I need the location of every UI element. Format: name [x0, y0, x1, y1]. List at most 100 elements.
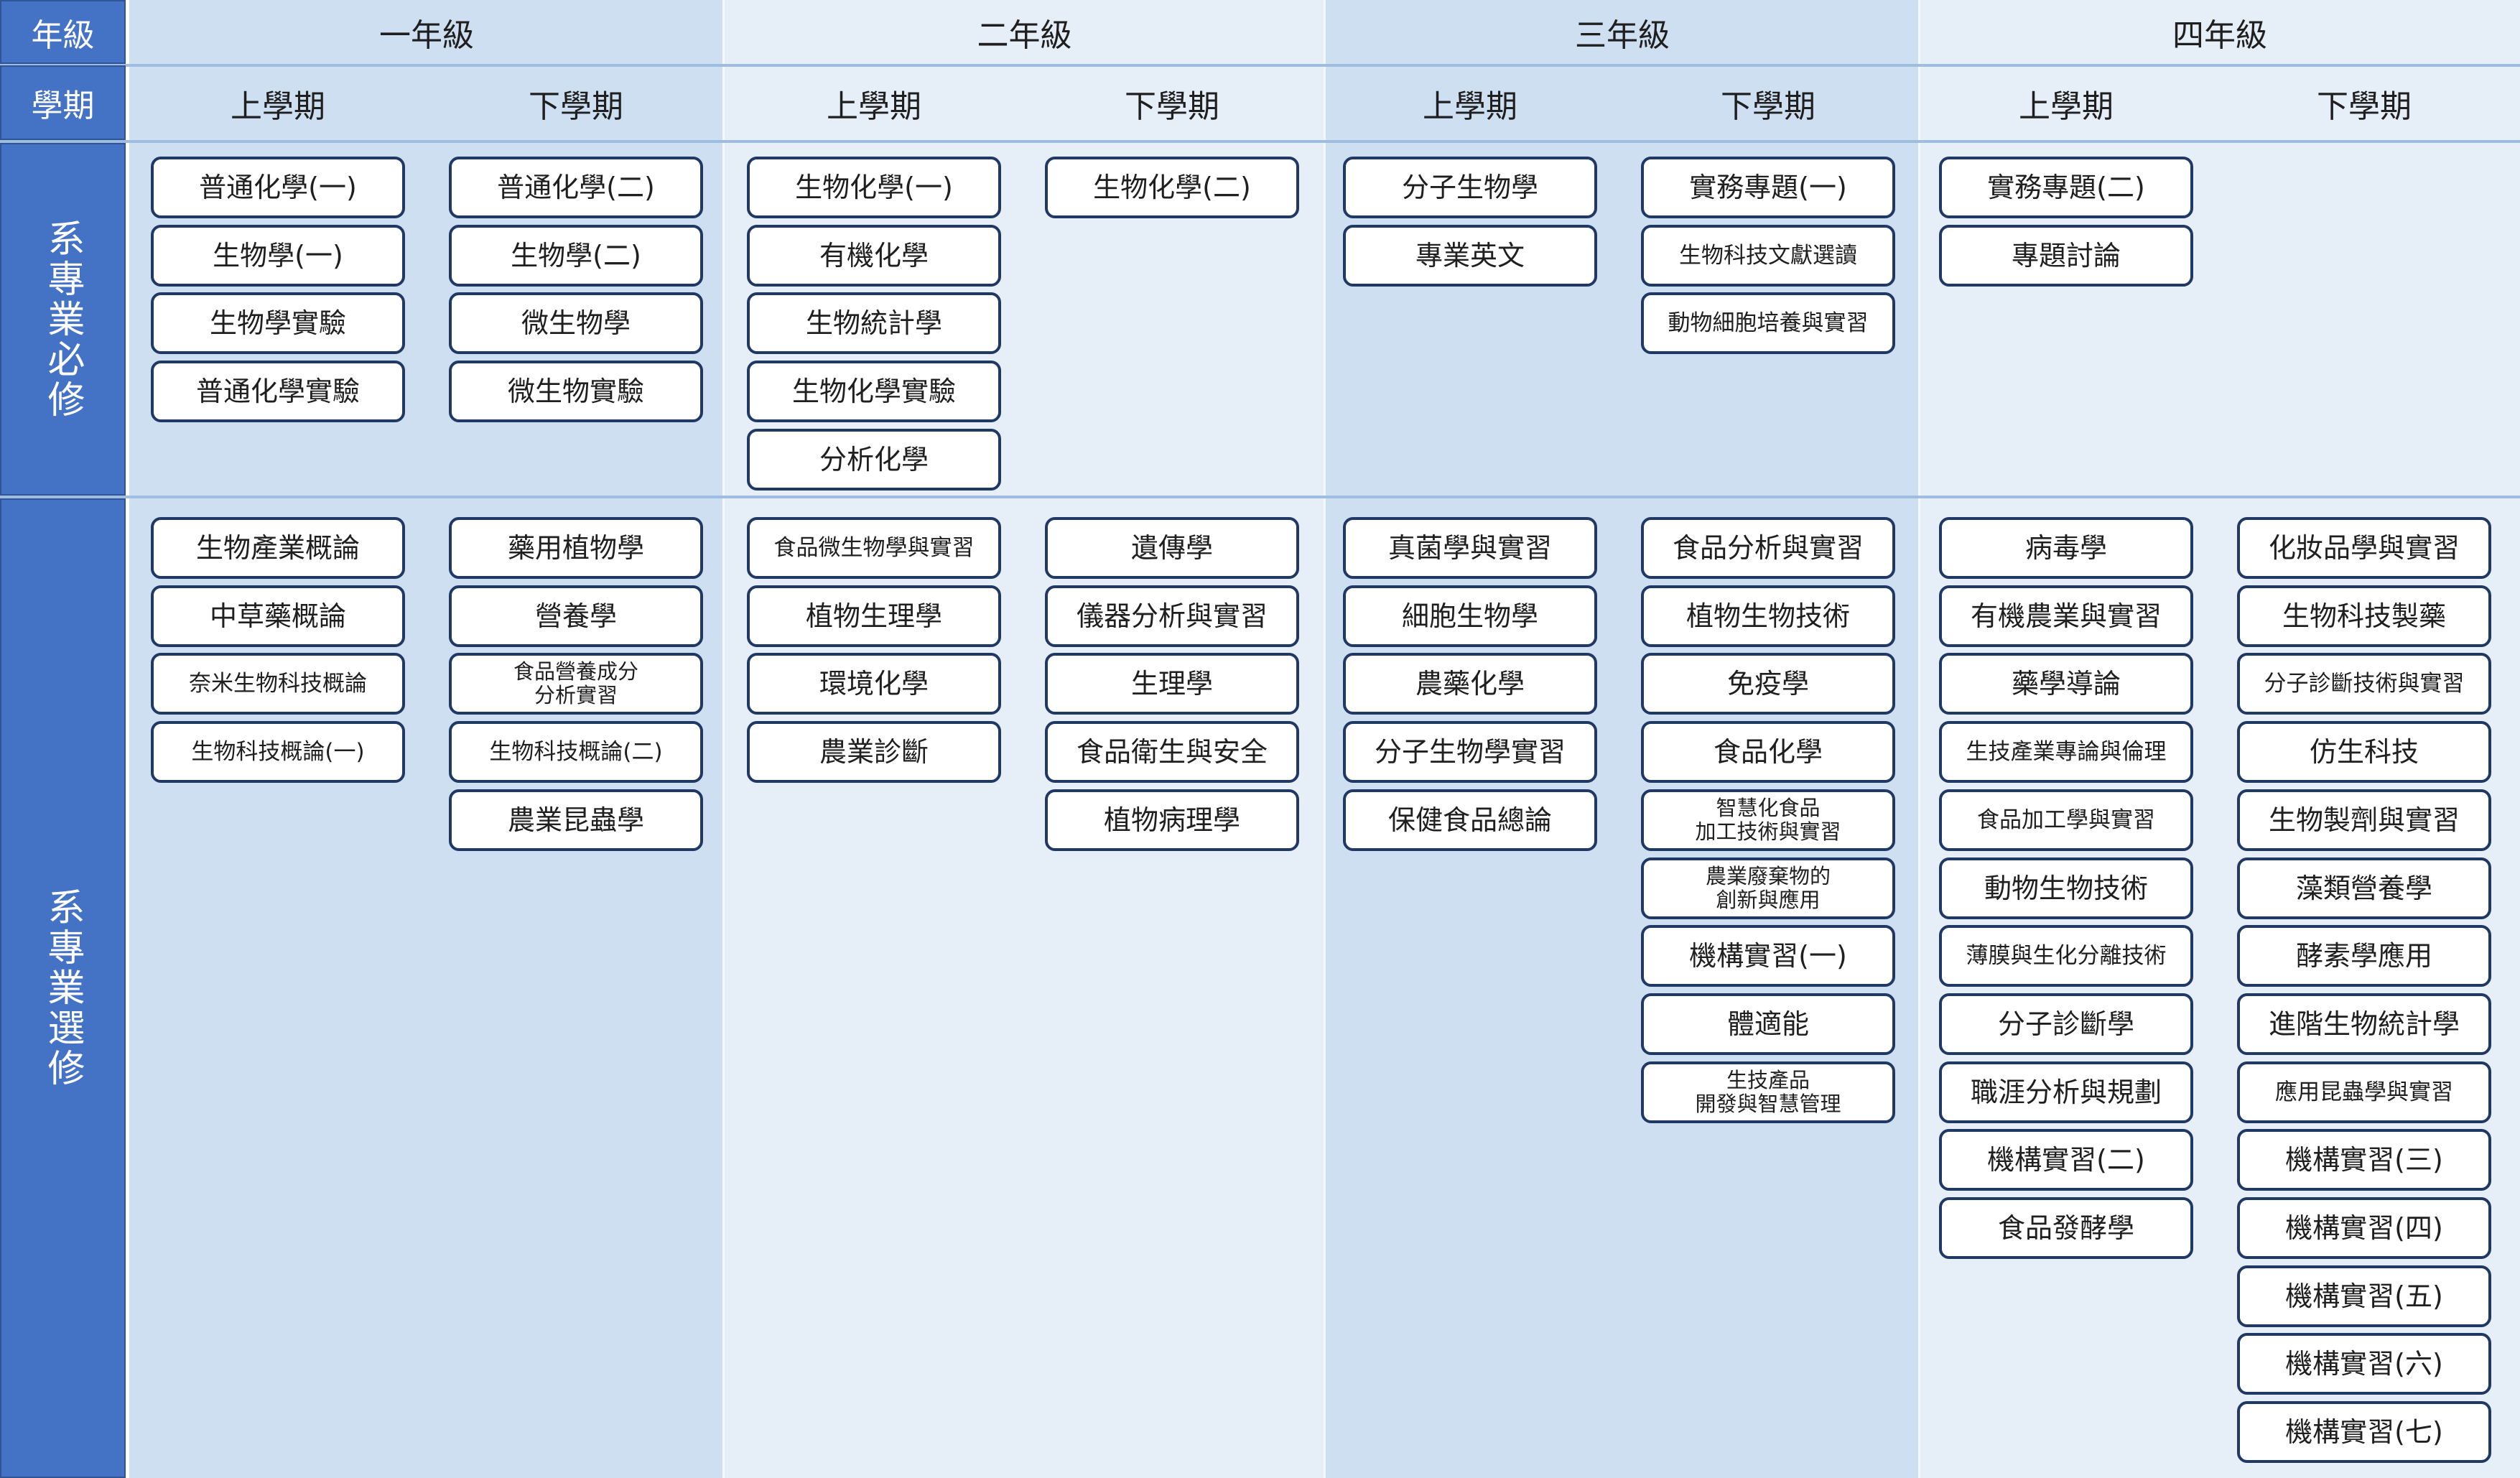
elective-course-box: 分子生物學實習: [1343, 721, 1597, 783]
elective-course-box: 分子診斷技術與實習: [2237, 653, 2491, 715]
semester-header: 下學期: [1721, 88, 1815, 125]
required-course-box: 分析化學: [747, 429, 1001, 491]
elective-course-box: 機構實習(三): [2237, 1129, 2491, 1191]
elective-course-box: 生物科技概論(二): [449, 721, 703, 783]
required-course-box: 生物科技文獻選讀: [1641, 225, 1895, 287]
elective-course-box: 機構實習(五): [2237, 1265, 2491, 1327]
elective-section-header: 系專業選修: [0, 498, 126, 1478]
elective-course-box: 中草藥概論: [151, 585, 405, 647]
elective-course-box: 動物生物技術: [1939, 857, 2193, 919]
elective-course-box: 食品衛生與安全: [1045, 721, 1299, 783]
elective-course-box: 體適能: [1641, 993, 1895, 1055]
elective-course-box: 生技產業專論與倫理: [1939, 721, 2193, 783]
required-section-label: 系專業必修: [41, 218, 84, 420]
elective-course-box: 機構實習(六): [2237, 1333, 2491, 1395]
elective-course-box: 進階生物統計學: [2237, 993, 2491, 1055]
year-header: 二年級: [977, 17, 1072, 54]
elective-course-box: 仿生科技: [2237, 721, 2491, 783]
elective-course-box: 食品發酵學: [1939, 1197, 2193, 1259]
elective-course-box: 藥學導論: [1939, 653, 2193, 715]
required-course-box: 普通化學實驗: [151, 361, 405, 422]
required-course-box: 分子生物學: [1343, 157, 1597, 218]
elective-course-box: 機構實習(四): [2237, 1197, 2491, 1259]
required-course-box: 生物學(一): [151, 225, 405, 287]
elective-course-box: 食品微生物學與實習: [747, 517, 1001, 579]
elective-course-box: 機構實習(一): [1641, 925, 1895, 987]
elective-course-box: 食品化學: [1641, 721, 1895, 783]
semester-header: 下學期: [529, 88, 623, 125]
elective-course-box: 化妝品學與實習: [2237, 517, 2491, 579]
elective-course-box: 生理學: [1045, 653, 1299, 715]
required-course-box: 普通化學(二): [449, 157, 703, 218]
elective-course-box: 食品分析與實習: [1641, 517, 1895, 579]
elective-course-box: 保健食品總論: [1343, 789, 1597, 851]
elective-course-box: 農藥化學: [1343, 653, 1597, 715]
elective-course-box: 食品加工學與實習: [1939, 789, 2193, 851]
grade-header-cell: 年級: [0, 0, 126, 64]
elective-course-box: 營養學: [449, 585, 703, 647]
elective-course-box: 環境化學: [747, 653, 1001, 715]
required-course-box: 實務專題(一): [1641, 157, 1895, 218]
elective-course-box: 病毒學: [1939, 517, 2193, 579]
required-course-box: 生物學(二): [449, 225, 703, 287]
elective-course-box: 真菌學與實習: [1343, 517, 1597, 579]
year-header: 三年級: [1575, 17, 1670, 54]
semester-header: 上學期: [2019, 88, 2114, 125]
elective-course-box: 應用昆蟲學與實習: [2237, 1061, 2491, 1123]
semester-label: 學期: [31, 88, 95, 124]
semester-header: 下學期: [2317, 88, 2412, 125]
elective-course-box: 生物科技製藥: [2237, 585, 2491, 647]
required-course-box: 生物化學(一): [747, 157, 1001, 218]
elective-course-box: 機構實習(七): [2237, 1401, 2491, 1463]
elective-course-box: 薄膜與生化分離技術: [1939, 925, 2193, 987]
header-rule: [0, 64, 2520, 67]
required-course-box: 有機化學: [747, 225, 1001, 287]
required-course-box: 微生物實驗: [449, 361, 703, 422]
semester-header: 上學期: [1423, 88, 1517, 125]
elective-course-box: 有機農業與實習: [1939, 585, 2193, 647]
elective-course-box: 植物生物技術: [1641, 585, 1895, 647]
required-course-box: 微生物學: [449, 292, 703, 354]
required-course-box: 專題討論: [1939, 225, 2193, 287]
elective-course-box: 儀器分析與實習: [1045, 585, 1299, 647]
elective-course-box: 生物產業概論: [151, 517, 405, 579]
elective-course-box: 食品營養成分 分析實習: [449, 653, 703, 715]
elective-course-box: 植物生理學: [747, 585, 1001, 647]
required-course-box: 專業英文: [1343, 225, 1597, 287]
required-course-box: 生物學實驗: [151, 292, 405, 354]
semester-header: 上學期: [827, 88, 921, 125]
semester-header-cell: 學期: [0, 65, 126, 140]
elective-course-box: 分子診斷學: [1939, 993, 2193, 1055]
elective-course-box: 遺傳學: [1045, 517, 1299, 579]
required-course-box: 動物細胞培養與實習: [1641, 292, 1895, 354]
elective-course-box: 奈米生物科技概論: [151, 653, 405, 715]
elective-course-box: 農業昆蟲學: [449, 789, 703, 851]
required-course-box: 普通化學(一): [151, 157, 405, 218]
header-rule: [0, 140, 2520, 143]
elective-course-box: 生技產品 開發與智慧管理: [1641, 1061, 1895, 1123]
elective-course-box: 細胞生物學: [1343, 585, 1597, 647]
elective-course-box: 免疫學: [1641, 653, 1895, 715]
required-course-box: 生物化學(二): [1045, 157, 1299, 218]
elective-course-box: 機構實習(二): [1939, 1129, 2193, 1191]
required-course-box: 生物統計學: [747, 292, 1001, 354]
year-header: 一年級: [379, 17, 474, 54]
elective-course-box: 藥用植物學: [449, 517, 703, 579]
elective-course-box: 農業診斷: [747, 721, 1001, 783]
semester-header: 下學期: [1125, 88, 1219, 125]
semester-header: 上學期: [231, 88, 325, 125]
elective-course-box: 生物科技概論(一): [151, 721, 405, 783]
required-course-box: 生物化學實驗: [747, 361, 1001, 422]
year-divider: [1918, 0, 1920, 1478]
year-divider: [722, 0, 725, 1478]
elective-course-box: 酵素學應用: [2237, 925, 2491, 987]
grade-label: 年級: [31, 17, 95, 54]
section-rule: [0, 496, 2520, 498]
required-section-header: 系專業必修: [0, 143, 126, 496]
elective-course-box: 藻類營養學: [2237, 857, 2491, 919]
elective-section-label: 系專業選修: [41, 888, 84, 1089]
elective-course-box: 生物製劑與實習: [2237, 789, 2491, 851]
elective-course-box: 植物病理學: [1045, 789, 1299, 851]
year-divider: [1324, 0, 1326, 1478]
